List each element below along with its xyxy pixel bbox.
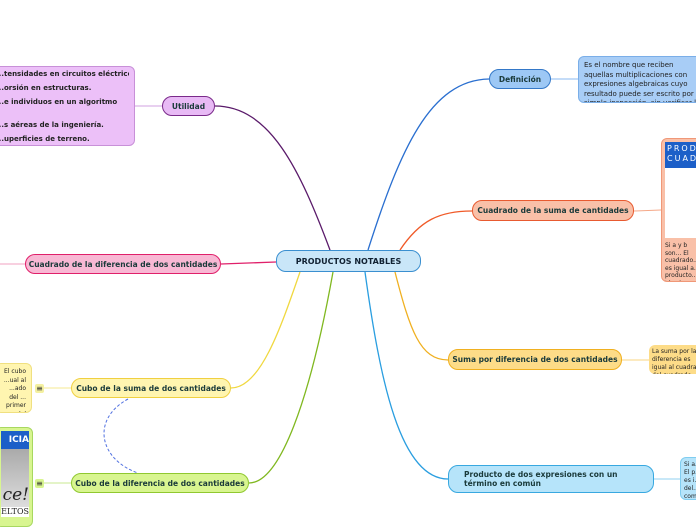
utilidad-item: ...uperficies de terreno. [0, 135, 90, 143]
utilidad-item: ...s aéreas de la ingeniería. [0, 121, 104, 129]
definicion-note: Es el nombre que reciben aquellas multip… [578, 56, 696, 103]
node-cuadrado-diferencia[interactable]: Cuadrado de la diferencia de dos cantida… [25, 254, 221, 274]
utilidad-note: ...tensidades en circuitos eléctricos. .… [0, 66, 135, 146]
notes-icon[interactable]: ≡ [35, 384, 44, 393]
producto-comun-note: Si a... El p... es i... del... com... [680, 457, 696, 500]
image-footer: ELTOS [1, 507, 29, 517]
utilidad-item: ...tensidades en circuitos eléctricos. [0, 70, 129, 78]
utilidad-item: ...orsión en estructuras. [0, 84, 92, 92]
node-suma-diferencia[interactable]: Suma por diferencia de dos cantidades [448, 349, 622, 370]
image-title: ICIA [1, 431, 29, 449]
node-utilidad[interactable]: Utilidad [162, 96, 215, 116]
cuadrado-suma-note: Si a y b son... El cuadrado... es igual … [665, 242, 696, 281]
notes-icon[interactable]: ≡ [35, 479, 44, 488]
cubo-suma-note: El cubo ...ual al ...ado del ... primer … [0, 363, 32, 413]
suma-diferencia-note: La suma por la diferencia es igual al cu… [649, 345, 696, 374]
node-cuadrado-suma[interactable]: Cuadrado de la suma de cantidades [472, 200, 634, 221]
image-placeholder [665, 168, 696, 238]
image-text: ce! [1, 449, 29, 507]
node-producto-comun[interactable]: Producto de dos expresiones con un térmi… [448, 465, 654, 493]
cubo-diferencia-image-note: ICIA ce! ELTOS [0, 427, 33, 527]
node-cubo-diferencia[interactable]: Cubo de la diferencia de dos cantidades [71, 473, 249, 493]
node-cubo-suma[interactable]: Cubo de la suma de dos cantidades [71, 378, 231, 398]
node-definicion[interactable]: Definición [489, 69, 551, 89]
cuadrado-suma-image-note: PRODUCTOS CUADRADOS Si a y b son... El c… [661, 138, 696, 282]
central-topic[interactable]: PRODUCTOS NOTABLES [276, 250, 421, 272]
image-title: PRODUCTOS CUADRADOS [665, 142, 696, 168]
utilidad-item: ...e individuos en un algoritmo [0, 98, 118, 106]
